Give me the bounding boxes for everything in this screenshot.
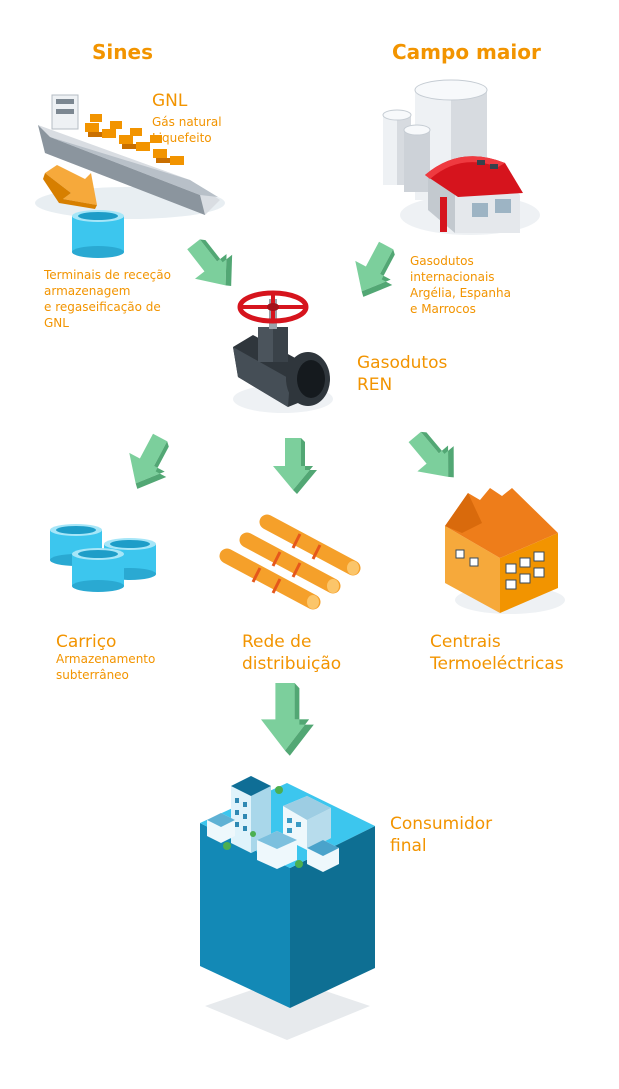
- carrico-line2: subterrâneo: [56, 668, 129, 682]
- gnl-line2: Liquefeito: [152, 131, 212, 145]
- consumidor-line2: final: [390, 836, 427, 856]
- terminals-line2: armazenagem: [44, 284, 131, 298]
- campo-maior-title: Campo maior: [392, 40, 541, 64]
- carrico-title: Carriço: [56, 632, 117, 652]
- sines-title: Sines: [92, 40, 153, 64]
- power-plant-icon: [445, 488, 565, 614]
- storage-tanks-icon: [50, 524, 156, 592]
- city-block-icon: [200, 776, 375, 1040]
- consumidor-line1: Consumidor: [390, 814, 493, 834]
- rede-line2: distribuição: [242, 654, 342, 674]
- gnl-title: GNL: [152, 91, 188, 111]
- lng-ship-icon: [35, 94, 225, 219]
- silo-plant-icon: [382, 79, 540, 235]
- carrico-line1: Armazenamento: [56, 652, 156, 666]
- international-line3: Argélia, Espanha: [410, 286, 511, 300]
- international-line2: internacionais: [410, 270, 495, 284]
- ren-line2: REN: [357, 375, 393, 395]
- terminals-line1: Terminais de receção: [44, 268, 171, 282]
- lng-tank-icon: [72, 210, 124, 258]
- terminals-line4: GNL: [44, 316, 69, 330]
- international-line1: Gasodutos: [410, 254, 474, 268]
- rede-line1: Rede de: [242, 632, 312, 652]
- centrais-line1: Centrais: [430, 632, 501, 652]
- ren-line1: Gasodutos: [357, 353, 448, 373]
- terminals-line3: e regaseificação de: [44, 300, 161, 314]
- gnl-line1: Gás natural: [152, 115, 222, 129]
- pipeline-valve-icon: [233, 290, 333, 413]
- unloading-arrow-icon: [43, 165, 97, 209]
- pipes-icon: [219, 514, 361, 610]
- international-line4: e Marrocos: [410, 302, 476, 316]
- centrais-line2: Termoeléctricas: [430, 654, 564, 674]
